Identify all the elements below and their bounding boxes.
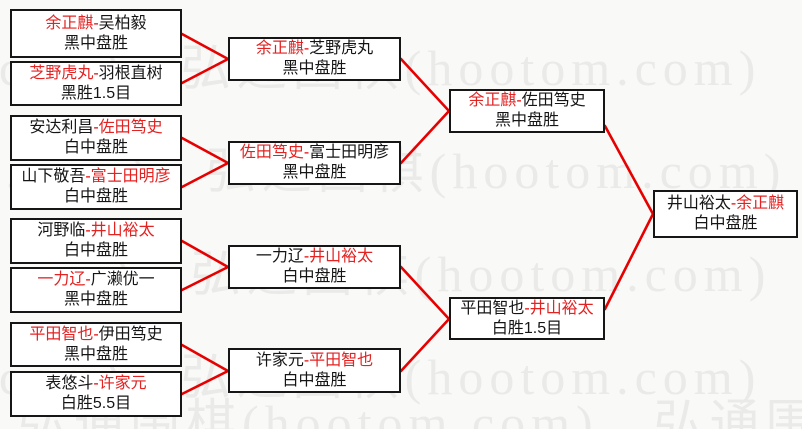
- match-players: 许家元-平田智也: [256, 351, 373, 371]
- player2-name: 佐田笃史: [98, 119, 163, 136]
- player1-name: 一力辽: [255, 248, 304, 265]
- match-result: 黑中盘胜: [63, 34, 128, 52]
- match-box-r2-4: 许家元-平田智也 白中盘胜: [228, 348, 401, 393]
- player2-name: 伊田笃史: [98, 325, 163, 343]
- player2-name: 平田智也: [309, 351, 374, 369]
- player1-name: 许家元: [255, 351, 304, 369]
- match-box-r1-4: 山下敬吾-富士田明彦 白中盘胜: [10, 164, 182, 210]
- player1-name: 平田智也: [460, 299, 525, 317]
- player2-name: 井山裕太: [529, 299, 594, 317]
- vs-dash: -: [85, 168, 91, 185]
- player2-name: 广濑优一: [90, 271, 155, 288]
- match-box-r1-1: 余正麒-吴柏毅 黑中盘胜: [10, 9, 182, 58]
- match-box-sf-2: 平田智也-井山裕太 白胜1.5目: [449, 297, 605, 340]
- match-result: 黑中盘胜: [494, 112, 559, 129]
- match-players: 安达利昌-佐田笃史: [29, 118, 162, 138]
- vs-dash: -: [730, 195, 737, 212]
- player1-name: 河野临: [37, 222, 86, 239]
- player1-name: 表悠斗: [45, 375, 94, 392]
- match-box-r2-2: 佐田笃史-富士田明彦 黑中盘胜: [228, 141, 401, 185]
- match-players: 山下敬吾-富士田明彦: [21, 167, 170, 187]
- player2-name: 余正麒: [736, 195, 785, 212]
- match-box-final: 井山裕太-余正麒 白中盘胜: [653, 190, 798, 238]
- player2-name: 芝野虎丸: [309, 40, 374, 57]
- player1-name: 余正麒: [45, 14, 94, 32]
- match-box-r1-8: 表悠斗-许家元 白胜5.5目: [10, 371, 182, 417]
- player2-name: 富士田明彦: [309, 144, 390, 161]
- vs-dash: -: [93, 325, 99, 343]
- player2-name: 富士田明彦: [90, 168, 171, 185]
- player2-name: 羽根直树: [98, 64, 163, 82]
- player1-name: 安达利昌: [29, 119, 94, 136]
- match-result: 黑中盘胜: [282, 164, 347, 181]
- match-result: 白胜1.5目: [491, 319, 563, 337]
- player1-name: 一力辽: [37, 271, 86, 288]
- match-players: 一力辽-井山裕太: [256, 247, 373, 267]
- player1-name: 余正麒: [255, 40, 304, 57]
- vs-dash: -: [93, 14, 99, 32]
- match-players: 佐田笃史-富士田明彦: [240, 143, 389, 163]
- match-players: 芝野虎丸-羽根直树: [29, 64, 162, 84]
- player1-name: 井山裕太: [666, 195, 731, 212]
- player2-name: 井山裕太: [90, 222, 155, 239]
- player2-name: 井山裕太: [309, 248, 374, 265]
- match-players: 平田智也-井山裕太: [460, 299, 593, 319]
- match-result: 白中盘胜: [63, 188, 128, 205]
- match-result: 白中盘胜: [282, 268, 347, 285]
- player2-name: 吴柏毅: [98, 14, 147, 32]
- match-players: 余正麒-芝野虎丸: [256, 39, 373, 59]
- match-box-r1-3: 安达利昌-佐田笃史 白中盘胜: [10, 115, 182, 161]
- match-box-r2-3: 一力辽-井山裕太 白中盘胜: [228, 245, 401, 289]
- match-result: 黑胜1.5目: [60, 84, 132, 102]
- match-players: 余正麒-吴柏毅: [45, 14, 146, 34]
- match-players: 井山裕太-余正麒: [667, 194, 784, 214]
- match-result: 白中盘胜: [63, 139, 128, 156]
- vs-dash: -: [93, 119, 99, 136]
- match-box-r1-6: 一力辽-广濑优一 黑中盘胜: [10, 267, 182, 313]
- player1-name: 平田智也: [29, 325, 94, 343]
- match-result: 白中盘胜: [693, 215, 758, 232]
- match-box-r1-5: 河野临-井山裕太 白中盘胜: [10, 218, 182, 264]
- match-players: 表悠斗-许家元: [45, 374, 146, 394]
- vs-dash: -: [85, 222, 91, 239]
- match-players: 余正麒-佐田笃史: [468, 91, 585, 111]
- player2-name: 佐田笃史: [521, 92, 586, 109]
- match-box-sf-1: 余正麒-佐田笃史 黑中盘胜: [449, 89, 605, 133]
- player1-name: 佐田笃史: [239, 144, 304, 161]
- player1-name: 山下敬吾: [21, 168, 86, 185]
- match-players: 平田智也-伊田笃史: [29, 325, 162, 345]
- vs-dash: -: [303, 40, 310, 57]
- match-result: 黑中盘胜: [63, 345, 128, 363]
- vs-dash: -: [93, 375, 99, 392]
- match-box-r1-7: 平田智也-伊田笃史 黑中盘胜: [10, 322, 182, 367]
- vs-dash: -: [303, 351, 310, 369]
- player1-name: 余正麒: [468, 92, 517, 109]
- match-result: 白胜5.5目: [60, 395, 132, 412]
- watermark-text: 弘通围棋(hootom.com): [653, 395, 802, 429]
- match-players: 河野临-井山裕太: [37, 221, 154, 241]
- vs-dash: -: [524, 299, 530, 317]
- vs-dash: -: [85, 271, 91, 288]
- match-box-r1-2: 芝野虎丸-羽根直树 黑胜1.5目: [10, 61, 182, 106]
- vs-dash: -: [303, 248, 310, 265]
- match-result: 白中盘胜: [282, 371, 347, 389]
- vs-dash: -: [93, 64, 99, 82]
- player2-name: 许家元: [98, 375, 147, 392]
- vs-dash: -: [516, 92, 522, 109]
- match-result: 白中盘胜: [63, 242, 128, 259]
- match-result: 黑中盘胜: [282, 60, 347, 77]
- match-result: 黑中盘胜: [63, 291, 128, 308]
- player1-name: 芝野虎丸: [29, 64, 94, 82]
- match-players: 一力辽-广濑优一: [37, 270, 154, 290]
- match-box-r2-1: 余正麒-芝野虎丸 黑中盘胜: [228, 37, 401, 81]
- vs-dash: -: [303, 144, 310, 161]
